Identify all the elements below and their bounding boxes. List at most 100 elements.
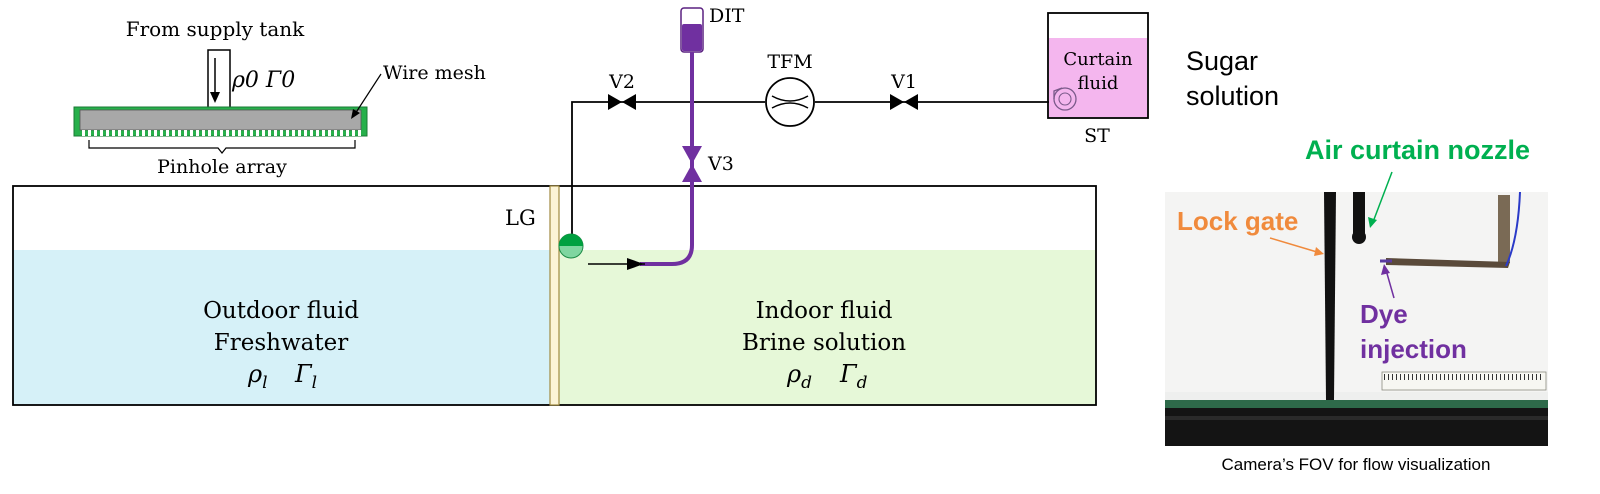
curtain-fluid-line2: fluid — [1078, 73, 1119, 94]
pinhole — [292, 130, 295, 136]
outdoor-gamma: Γl — [294, 360, 317, 393]
dye-tank-label: DIT — [709, 5, 745, 27]
dye-tube — [640, 52, 694, 266]
dye-needle-arrowhead-icon — [627, 258, 644, 270]
camera-fov-photo: Air curtain nozzle Lock gate Dye injecti… — [1165, 135, 1548, 446]
outdoor-fluid-title: Outdoor fluid — [203, 298, 359, 324]
indoor-gamma: Γd — [839, 360, 868, 393]
sugar-solution-line1: Sugar — [1186, 46, 1258, 76]
dye-tank-fill — [682, 24, 702, 51]
indoor-fluid-title: Indoor fluid — [756, 298, 893, 324]
pinhole — [268, 130, 271, 136]
curtain-fluid-fill — [1049, 38, 1147, 117]
valve-v1-label: V1 — [890, 71, 917, 93]
pinhole — [88, 130, 91, 136]
pinhole — [166, 130, 169, 136]
nozzle-inset: From supply tank ρ0 Γ0 Wire mesh Pinhole… — [73, 17, 486, 178]
pinhole — [250, 130, 253, 136]
pinhole — [106, 130, 109, 136]
curtain-nozzle-icon — [558, 233, 584, 259]
supply-pipe — [207, 49, 231, 109]
indoor-fluid-region — [559, 250, 1096, 405]
air-curtain-arrowhead-icon — [1368, 217, 1377, 228]
pinhole — [220, 130, 223, 136]
lock-gate-photo-label: Lock gate — [1177, 206, 1298, 236]
pinhole — [190, 130, 193, 136]
valve-v3-label: V3 — [707, 153, 734, 175]
pinhole — [304, 130, 307, 136]
pinhole — [328, 130, 331, 136]
pinhole — [208, 130, 211, 136]
supply-flow-arrow-icon — [210, 92, 220, 103]
photo-dye-tube — [1505, 191, 1521, 267]
dye-injection-line2: injection — [1360, 334, 1467, 364]
pinhole — [286, 130, 289, 136]
valve-v2-icon — [608, 94, 636, 110]
valve-v1-icon — [890, 94, 918, 110]
pinhole — [82, 130, 85, 136]
photo-green-floor — [1165, 400, 1548, 408]
pinhole — [358, 130, 361, 136]
pinhole — [154, 130, 157, 136]
pump-icon — [1053, 87, 1077, 111]
curtain-fluid-line1: Curtain — [1063, 49, 1133, 70]
pinhole — [262, 130, 265, 136]
photo-caption: Camera’s FOV for flow visualization — [1222, 455, 1491, 474]
pinhole — [130, 130, 133, 136]
supply-tank-outline — [1047, 12, 1149, 119]
pinhole — [118, 130, 121, 136]
indoor-rho: ρd — [786, 360, 812, 393]
photo-lock-gate — [1324, 192, 1336, 400]
dye-injection-line1: Dye — [1360, 299, 1408, 329]
pinhole — [238, 130, 241, 136]
pinhole — [340, 130, 343, 136]
pinhole — [244, 130, 247, 136]
dye-injection-line: DIT V3 — [588, 5, 745, 270]
lock-gate — [549, 185, 560, 406]
indoor-fluid-name: Brine solution — [742, 330, 906, 356]
pinhole — [274, 130, 277, 136]
sugar-solution-line2: solution — [1186, 81, 1279, 111]
wire-mesh-arrowhead-icon — [351, 109, 360, 119]
pinhole — [214, 130, 217, 136]
pinhole — [184, 130, 187, 136]
pinhole — [256, 130, 259, 136]
pinhole — [280, 130, 283, 136]
photo-ruler-ticks — [1384, 374, 1544, 380]
pinhole — [136, 130, 139, 136]
curtain-fluid-line: V1 V2 TFM — [558, 51, 1055, 259]
main-tank: LG Outdoor fluid Freshwater ρl Γl Indoor… — [12, 185, 1097, 406]
pinhole-brace — [88, 140, 356, 154]
supply-tank-id: ST — [1084, 125, 1110, 147]
pinhole — [172, 130, 175, 136]
pinhole — [334, 130, 337, 136]
photo-tank-bottom — [1165, 408, 1548, 446]
pinhole — [94, 130, 97, 136]
pinhole — [100, 130, 103, 136]
wire-mesh — [79, 109, 362, 131]
dye-injection-arrow — [1385, 269, 1395, 299]
flow-meter-icon — [765, 77, 815, 127]
pinhole — [148, 130, 151, 136]
pinhole — [298, 130, 301, 136]
wire-mesh-leader — [354, 73, 382, 115]
wire-mesh-label: Wire mesh — [383, 62, 486, 84]
lock-gate-label: LG — [505, 206, 536, 230]
outdoor-fluid-name: Freshwater — [214, 330, 348, 356]
pinhole-array-label: Pinhole array — [157, 156, 287, 178]
pinhole — [124, 130, 127, 136]
pinhole — [352, 130, 355, 136]
pinhole — [316, 130, 319, 136]
photo-dye-nozzle — [1386, 258, 1510, 268]
flow-meter-label: TFM — [767, 51, 812, 73]
pinhole — [202, 130, 205, 136]
outdoor-fluid-region — [13, 250, 550, 405]
pinhole — [196, 130, 199, 136]
air-curtain-label: Air curtain nozzle — [1305, 135, 1530, 165]
pinhole — [310, 130, 313, 136]
photo-tank-rail — [1165, 416, 1548, 420]
pinhole — [142, 130, 145, 136]
photo-dye-holder — [1498, 195, 1510, 263]
supply-tank: Curtain fluid ST Sugar solution — [1047, 12, 1279, 147]
